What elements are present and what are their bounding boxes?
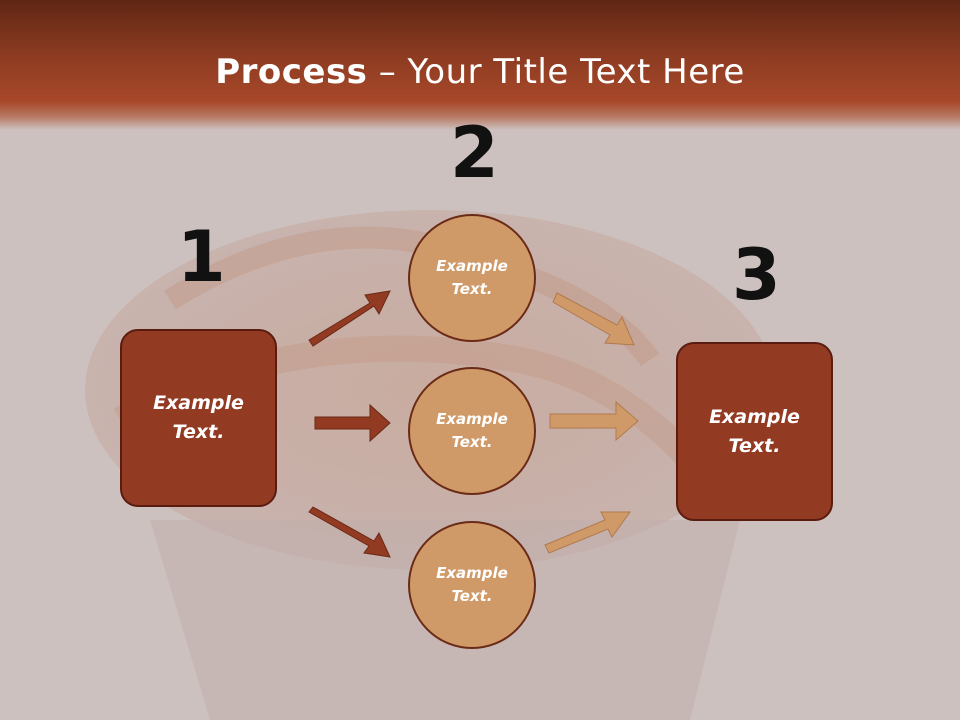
arrow-top-to-right (552, 292, 635, 346)
arrow-left-to-bottom (308, 506, 391, 558)
right-process-box: Example Text. (676, 342, 833, 521)
circle-bottom-text: Example Text. (436, 564, 508, 605)
right-box-text: Example Text. (709, 405, 800, 457)
title-rest: – Your Title Text Here (367, 52, 745, 92)
circle-middle-text: Example Text. (436, 410, 508, 451)
arrow-left-to-middle (314, 403, 391, 443)
title-bold: Process (215, 52, 368, 92)
step-circle-top: Example Text. (408, 214, 536, 342)
left-box-text: Example Text. (153, 392, 244, 443)
arrow-middle-to-right (549, 400, 639, 442)
step-number-1: 1 (177, 216, 226, 298)
title-bar (0, 0, 960, 130)
arrow-bottom-to-right (544, 511, 631, 554)
step-circle-middle: Example Text. (408, 367, 536, 495)
step-circle-bottom: Example Text. (408, 521, 536, 649)
circle-top-text: Example Text. (436, 257, 508, 298)
arrow-left-to-top (308, 290, 391, 347)
step-number-2: 2 (450, 112, 499, 194)
slide-title: Process – Your Title Text Here (0, 52, 960, 92)
left-process-box: Example Text. (120, 329, 277, 507)
step-number-3: 3 (732, 234, 781, 316)
